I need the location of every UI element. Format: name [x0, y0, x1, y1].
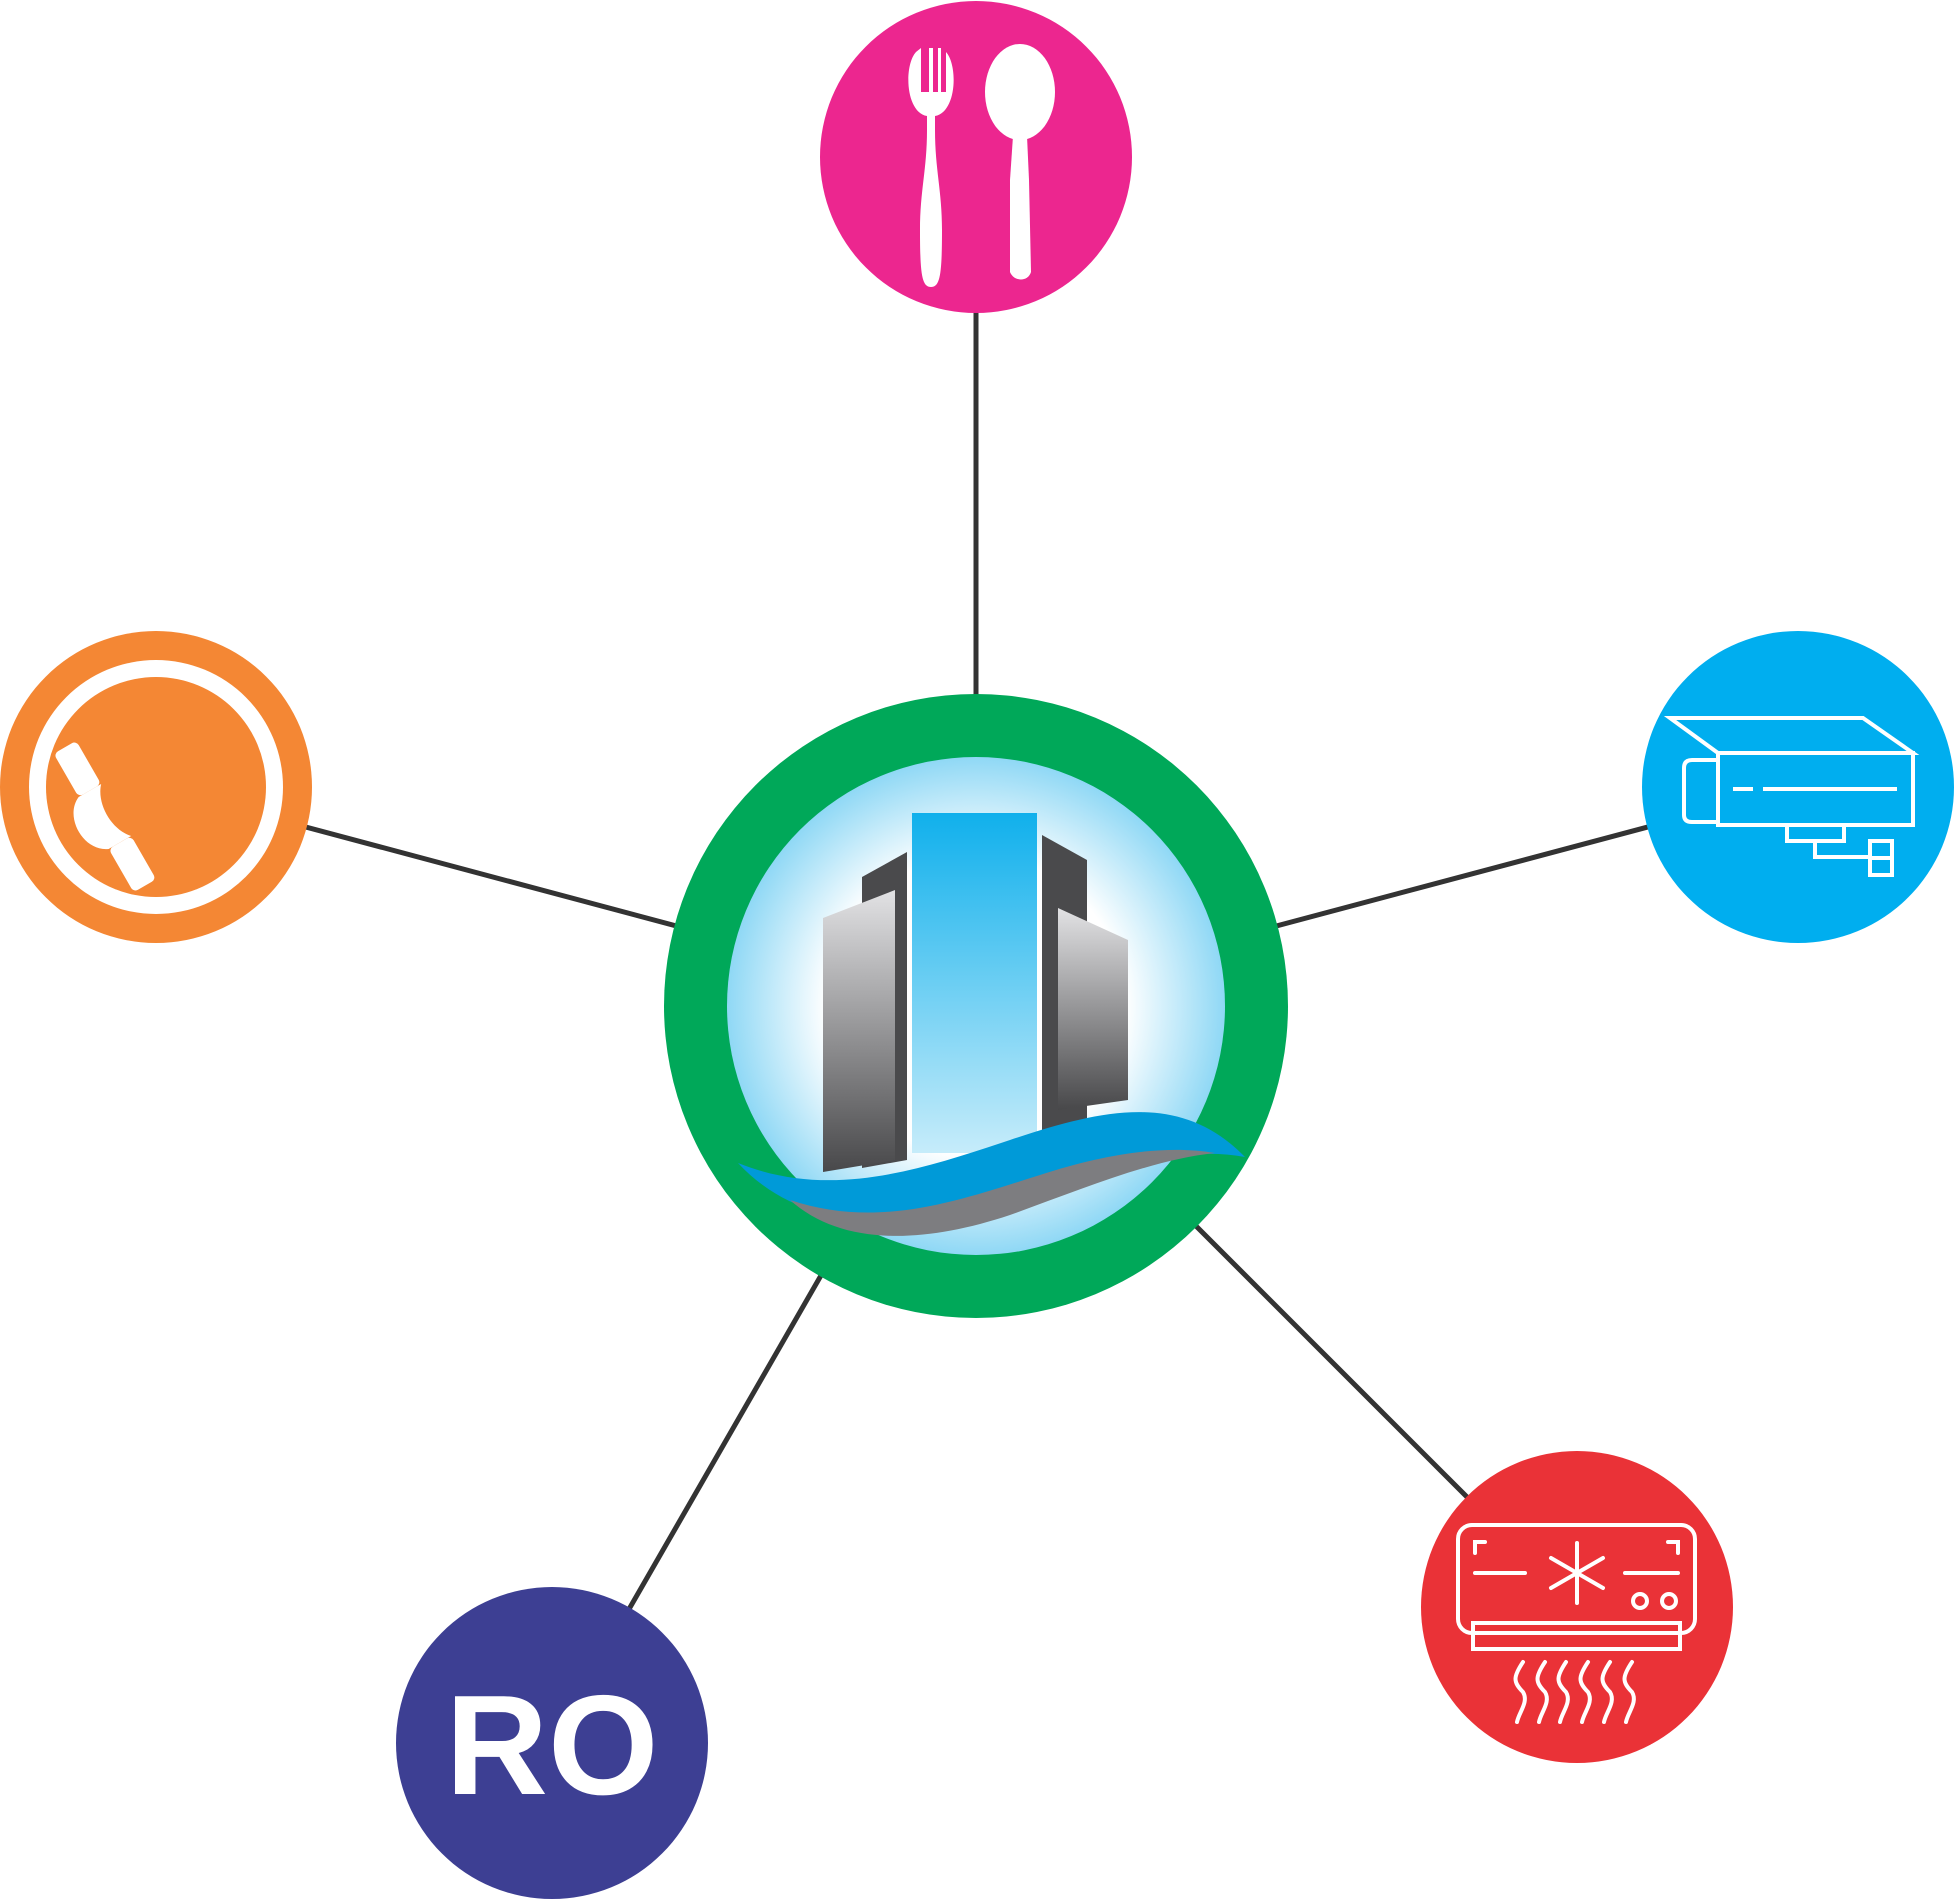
- cctv-node[interactable]: [1642, 631, 1954, 943]
- fork-spoon-icon: [908, 44, 1055, 287]
- building-logo-icon: [738, 813, 1245, 1236]
- air-conditioner-icon: [1456, 1523, 1697, 1724]
- ro-label: RO: [446, 1666, 659, 1825]
- telephone-node[interactable]: [0, 631, 312, 943]
- telephone-icon: [55, 742, 155, 891]
- ro-node[interactable]: RO: [396, 1587, 708, 1899]
- cctv-camera-icon: [1663, 716, 1920, 877]
- air-conditioning-node[interactable]: [1421, 1451, 1733, 1763]
- dining-node[interactable]: [820, 1, 1132, 313]
- hub-building-logo: [664, 694, 1288, 1318]
